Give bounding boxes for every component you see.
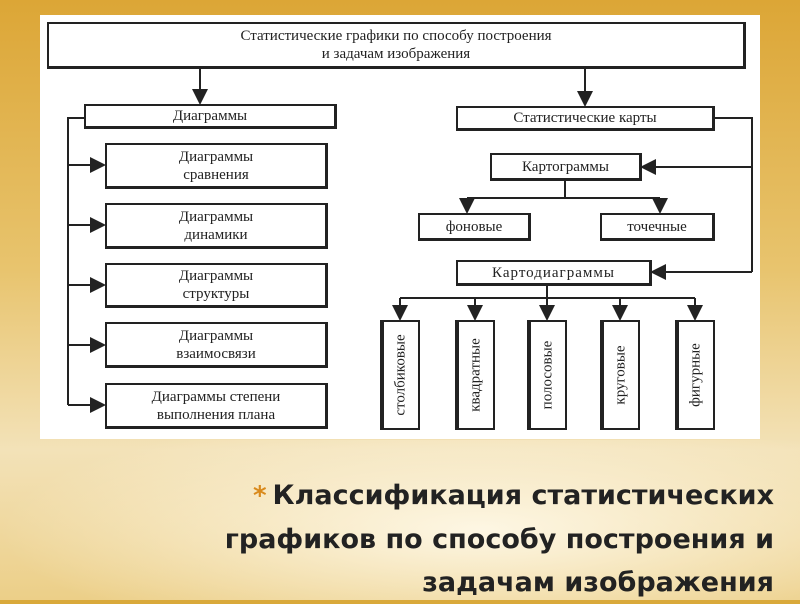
node-label: полосовые [539, 340, 556, 410]
cartograms-node: Картограммы [490, 153, 642, 181]
slide-title: *Классификация статистических графиков п… [154, 474, 774, 604]
root-node: Статистические графики по способу постро… [47, 22, 746, 69]
slide-title-text: Классификация статистических графиков по… [224, 480, 774, 598]
diagram-structure-node: Диаграммы структуры [105, 263, 328, 308]
maps-node: Статистические карты [456, 106, 715, 131]
node-label: квадратные [467, 338, 484, 412]
node-line: Диаграммы [178, 148, 254, 165]
node-line: динамики [184, 226, 248, 243]
strip-cartodiagram-node: полосовые [527, 320, 567, 430]
node-line: сравнения [183, 166, 249, 183]
square-cartodiagram-node: квадратные [455, 320, 495, 430]
column-cartodiagram-node: столбиковые [380, 320, 420, 430]
node-line: Диаграммы [178, 268, 254, 284]
figure-cartodiagram-node: фигурные [675, 320, 715, 430]
node-line: Диаграммы [178, 327, 254, 344]
root-line-1: Статистические графики по способу постро… [240, 28, 552, 44]
dot-cartogram-node: точечные [600, 213, 715, 241]
node-line: Диаграммы степени [151, 388, 281, 405]
background-cartogram-node: фоновые [418, 213, 531, 241]
slide-glow [0, 440, 800, 600]
root-line-2: и задачам изображения [321, 46, 471, 62]
circle-cartodiagram-node: круговые [600, 320, 640, 430]
node-label: круговые [612, 345, 629, 405]
node-line: структуры [182, 286, 250, 302]
node-line: Диаграммы [178, 208, 254, 225]
cartodiagrams-node: Картодиаграммы [456, 260, 652, 286]
node-label: фигурные [687, 343, 704, 407]
node-line: выполнения плана [156, 406, 276, 423]
node-line: взаимосвязи [176, 345, 256, 362]
diagrams-node: Диаграммы [84, 104, 337, 129]
bullet-icon: * [252, 481, 267, 511]
node-label: столбиковые [392, 334, 409, 416]
